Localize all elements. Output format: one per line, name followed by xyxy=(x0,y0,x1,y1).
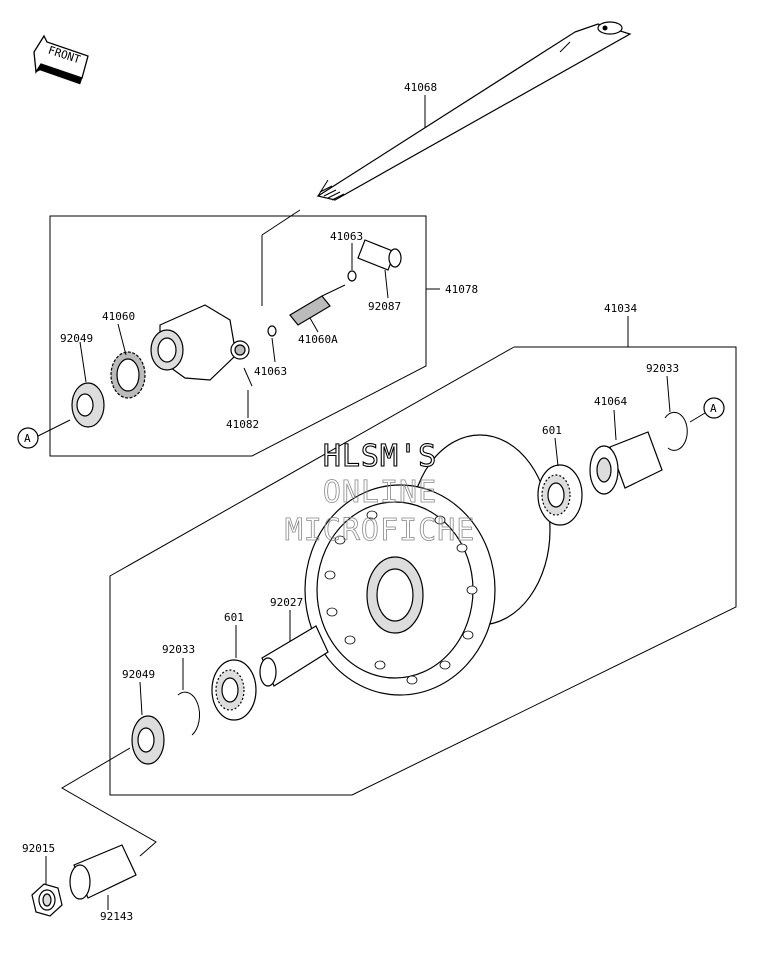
ref-marker-a-right-label: A xyxy=(710,402,717,415)
label-41078: 41078 xyxy=(445,283,478,296)
label-41063-lower: 41063 xyxy=(254,365,287,378)
ref-marker-a-left xyxy=(17,427,39,449)
assembly-box-41034 xyxy=(109,346,737,796)
bearing-601-right xyxy=(537,464,583,526)
label-92087: 92087 xyxy=(368,300,401,313)
label-92033-left: 92033 xyxy=(162,643,195,656)
watermark-line-2: ONLINE xyxy=(323,475,437,510)
label-92049-lower: 92049 xyxy=(122,668,155,681)
watermark-line-3: MICROFICHE xyxy=(285,513,476,548)
collar-41064 xyxy=(589,431,663,495)
assembly-box-41078 xyxy=(49,215,427,457)
gear-housing xyxy=(150,304,250,381)
spacer-92027 xyxy=(259,625,329,687)
watermark: HLSM'S ONLINE MICROFICHE xyxy=(284,438,476,548)
label-92033-right: 92033 xyxy=(646,362,679,375)
label-92049-upper: 92049 xyxy=(60,332,93,345)
bearing-601-left xyxy=(211,659,257,721)
front-arrow-icon: FRONT xyxy=(33,34,89,85)
label-601-right: 601 xyxy=(542,424,562,437)
label-41082: 41082 xyxy=(226,418,259,431)
axle-41068 xyxy=(316,21,632,201)
ref-marker-a-left-label: A xyxy=(24,432,31,445)
gear-ring-41060 xyxy=(110,351,146,399)
washer-41063-upper xyxy=(347,270,357,282)
seal-92049-upper xyxy=(71,382,105,428)
label-92015: 92015 xyxy=(22,842,55,855)
label-92143: 92143 xyxy=(100,910,133,923)
label-41063-upper: 41063 xyxy=(330,230,363,243)
label-41060A: 41060A xyxy=(298,333,338,346)
watermark-line-1: HLSM'S xyxy=(323,439,437,474)
ref-marker-a-right xyxy=(703,397,725,419)
washer-41063-lower xyxy=(267,325,277,337)
pinion-41060A xyxy=(289,284,346,326)
pin-41082 xyxy=(243,367,253,387)
label-41064: 41064 xyxy=(594,395,627,408)
circlip-92033-left xyxy=(177,691,200,736)
label-41068: 41068 xyxy=(404,81,437,94)
label-601-left: 601 xyxy=(224,611,244,624)
label-41034: 41034 xyxy=(604,302,637,315)
label-41060: 41060 xyxy=(102,310,135,323)
nut-92015 xyxy=(31,883,63,917)
circlip-92033-right xyxy=(664,411,688,451)
wheel-hub-41034 xyxy=(304,434,551,696)
bushing-92087 xyxy=(357,239,402,271)
collar-92143 xyxy=(69,844,137,900)
seal-92049-lower xyxy=(131,715,165,765)
label-92027: 92027 xyxy=(270,596,303,609)
